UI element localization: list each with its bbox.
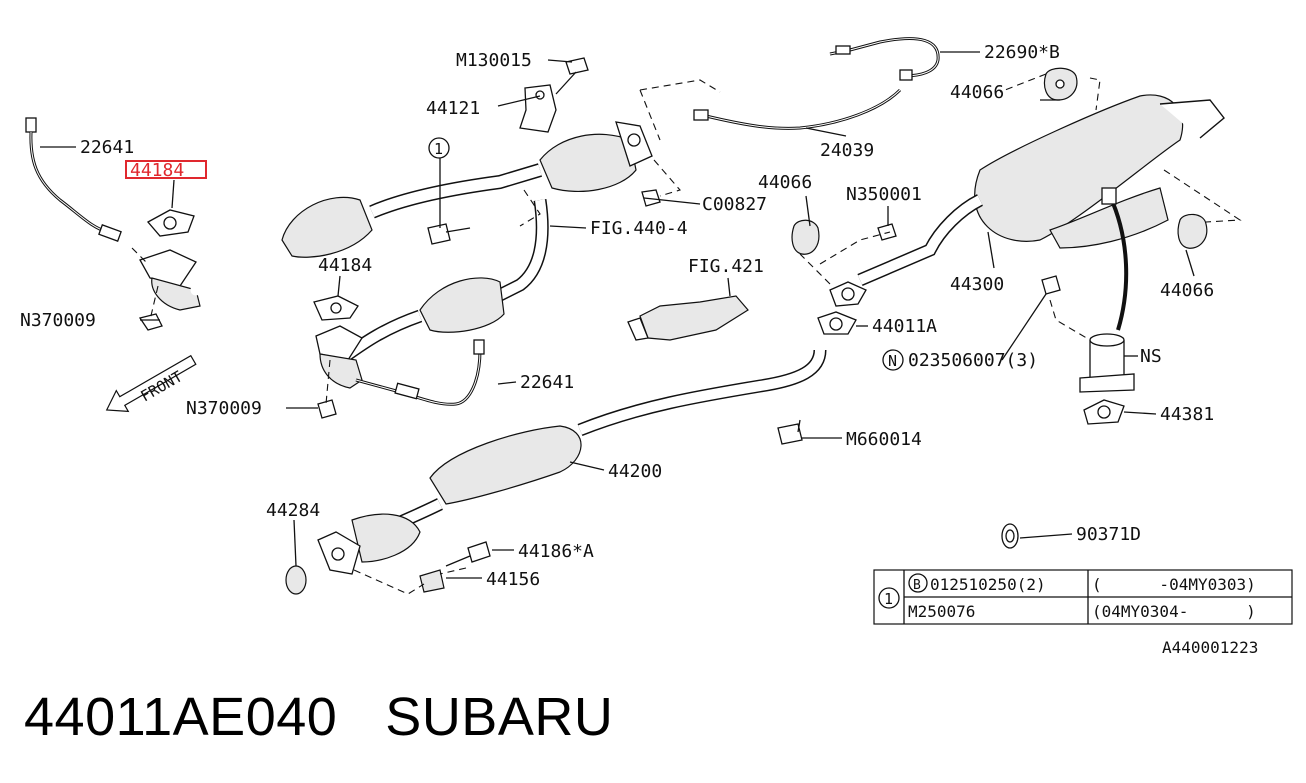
label-44300: 44300 (950, 274, 1004, 295)
label-n370009-bottom: N370009 (186, 398, 262, 419)
front-arrow-icon (105, 354, 197, 413)
label-c00827: C00827 (702, 194, 767, 215)
label-90371d: 90371D (1076, 524, 1141, 545)
table-row-2-range: (04MY0304- ) (1092, 602, 1256, 621)
label-44156: 44156 (486, 569, 540, 590)
label-44284: 44284 (266, 500, 320, 521)
fastener-table: 1 B 012510250(2) ( -04MY0303) M250076 (0… (873, 569, 1293, 625)
label-44066-mid: 44066 (758, 172, 812, 193)
label-44184-mid: 44184 (318, 255, 372, 276)
brand-name: SUBARU (385, 687, 614, 747)
label-ns: NS (1140, 346, 1162, 367)
label-fig-440-4: FIG.440-4 (590, 218, 688, 239)
part-highlight-box (125, 160, 207, 179)
n-circle-marker (882, 349, 904, 371)
label-44121: 44121 (426, 98, 480, 119)
label-44200: 44200 (608, 461, 662, 482)
circle-1-text: 1 (434, 140, 443, 158)
label-m660014: M660014 (846, 429, 922, 450)
part-caption: 44011AE040 SUBARU (24, 686, 613, 748)
label-m130015: M130015 (456, 50, 532, 71)
label-n370009-top: N370009 (20, 310, 96, 331)
label-44186a: 44186*A (518, 541, 594, 562)
table-circle-1-text: 1 (884, 590, 893, 608)
label-22641-mid: 22641 (520, 372, 574, 393)
label-n350001: N350001 (846, 184, 922, 205)
diagram-reference-code: A440001223 (1162, 638, 1258, 657)
label-44011a: 44011A (872, 316, 937, 337)
label-44381: 44381 (1160, 404, 1214, 425)
label-24039: 24039 (820, 140, 874, 161)
table-row-1-range: ( -04MY0303) (1092, 575, 1256, 594)
label-22641-top: 22641 (80, 137, 134, 158)
n-circle-text: N (888, 352, 897, 370)
table-row-2-part: M250076 (908, 602, 975, 621)
oxygen-sensor-front (25, 117, 122, 242)
circle-1-marker (428, 137, 450, 159)
label-22690b: 22690*B (984, 42, 1060, 63)
label-023506007: 023506007(3) (908, 350, 1038, 371)
label-44184-highlighted: 44184 (130, 160, 184, 181)
label-44066-top: 44066 (950, 82, 1004, 103)
label-fig-421: FIG.421 (688, 256, 764, 277)
part-number: 44011AE040 (24, 687, 338, 747)
table-row-1-part: 012510250(2) (930, 575, 1046, 594)
table-b-mark: B (913, 578, 921, 593)
label-44066-right: 44066 (1160, 280, 1214, 301)
